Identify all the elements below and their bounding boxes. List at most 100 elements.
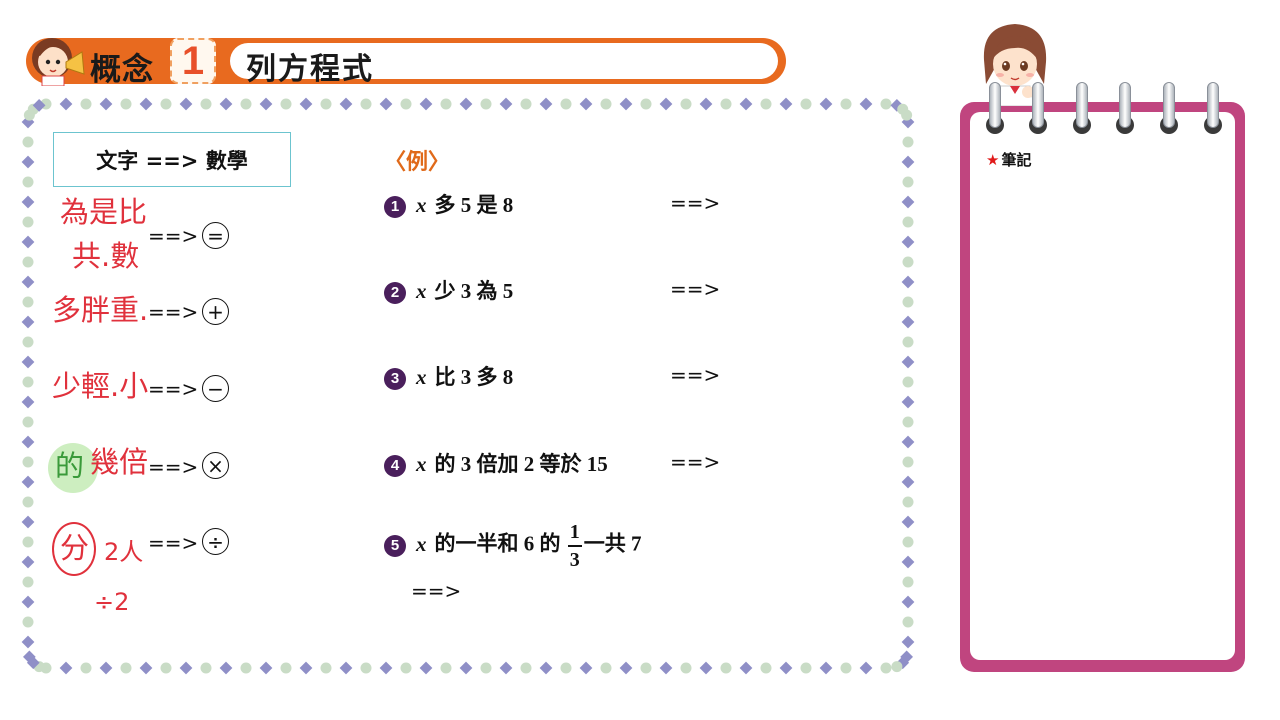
variable-x: x [416, 279, 427, 303]
example-text: 的一半和 6 的 [434, 531, 561, 556]
frame-dot [902, 496, 914, 508]
mascot-megaphone-icon [32, 38, 85, 86]
frame-diamond [859, 661, 873, 675]
frame-diamond [499, 661, 513, 675]
frame-dot [240, 662, 252, 674]
frame-diamond [739, 97, 753, 111]
example-arrow: ==> [411, 579, 462, 603]
frame-diamond [859, 97, 873, 111]
frame-diamond [819, 661, 833, 675]
spiral-ring-icon [1207, 82, 1219, 128]
frame-dot [902, 456, 914, 468]
number-bullet-icon: 1 [384, 196, 406, 218]
frame-diamond [901, 195, 915, 209]
frame-dot [902, 376, 914, 388]
frame-diamond [901, 435, 915, 449]
handwritten-keyword-2ren: 2人 [104, 538, 144, 566]
frame-dot [400, 98, 412, 110]
frame-dot [400, 662, 412, 674]
frame-dot [880, 98, 892, 110]
frame-diamond [299, 97, 313, 111]
frame-dot [320, 98, 332, 110]
frame-diamond [379, 661, 393, 675]
frame-diamond [579, 97, 593, 111]
number-bullet-icon: 2 [384, 282, 406, 304]
frame-diamond [419, 97, 433, 111]
frame-dot [160, 662, 172, 674]
frame-dot [891, 661, 903, 673]
frame-dot [22, 296, 34, 308]
frame-dot [680, 98, 692, 110]
frame-diamond [619, 97, 633, 111]
frame-diamond [901, 555, 915, 569]
frame-dot [902, 616, 914, 628]
frame-diamond [139, 661, 153, 675]
frame-diamond [819, 97, 833, 111]
frame-dot [22, 456, 34, 468]
frame-diamond [379, 97, 393, 111]
number-bullet-icon: 5 [384, 534, 406, 557]
frame-diamond [59, 661, 73, 675]
green-highlight [48, 443, 98, 493]
concept-number-badge: 1 [170, 38, 216, 84]
frame-dot [200, 662, 212, 674]
frame-dot [902, 576, 914, 588]
frame-diamond [219, 661, 233, 675]
frame-dot [902, 416, 914, 428]
frame-dot [22, 376, 34, 388]
handwritten-keywords-equals-line1: 為是比 [60, 195, 148, 229]
frame-dot [280, 98, 292, 110]
frame-dot [160, 98, 172, 110]
variable-x: x [416, 531, 427, 556]
frame-dot [280, 662, 292, 674]
frame-dot [520, 98, 532, 110]
frame-diamond [579, 661, 593, 675]
frame-dot [480, 98, 492, 110]
keyword-arrow: ==> [148, 377, 199, 401]
frame-dot [720, 98, 732, 110]
divide-circle-icon: ÷ [202, 528, 229, 555]
mascot-girl-icon [983, 24, 1047, 106]
frame-diamond [179, 661, 193, 675]
fraction-numerator: 1 [569, 521, 580, 543]
frame-diamond [619, 661, 633, 675]
frame-dot [360, 662, 372, 674]
frame-diamond [901, 395, 915, 409]
frame-dot [902, 256, 914, 268]
frame-diamond [539, 97, 553, 111]
fraction-denominator: 3 [569, 548, 580, 571]
frame-diamond [901, 635, 915, 649]
frame-diamond [99, 661, 113, 675]
keyword-arrow: ==> [148, 531, 199, 555]
frame-dot [760, 662, 772, 674]
frame-diamond [901, 595, 915, 609]
frame-diamond [901, 155, 915, 169]
frame-dot [22, 336, 34, 348]
frame-dot [22, 136, 34, 148]
spiral-ring-icon [1163, 82, 1175, 128]
text-to-math-box: 文字 ==> 數學 [53, 132, 291, 187]
number-bullet-icon: 3 [384, 368, 406, 390]
frame-diamond [21, 395, 35, 409]
frame-diamond [21, 315, 35, 329]
frame-diamond [21, 195, 35, 209]
example-text: 多 5 是 8 [434, 193, 514, 217]
frame-dot [600, 98, 612, 110]
frame-dot [200, 98, 212, 110]
frame-dot [22, 496, 34, 508]
frame-dot [440, 662, 452, 674]
frame-diamond [901, 315, 915, 329]
frame-diamond [339, 661, 353, 675]
frame-dot [640, 98, 652, 110]
frame-dot [22, 576, 34, 588]
notes-label: ★筆記 [986, 149, 1031, 170]
frame-diamond [21, 595, 35, 609]
frame-dot [22, 216, 34, 228]
frame-dot [800, 98, 812, 110]
frame-diamond [901, 475, 915, 489]
frame-dot [901, 109, 913, 121]
star-icon: ★ [986, 151, 1000, 169]
